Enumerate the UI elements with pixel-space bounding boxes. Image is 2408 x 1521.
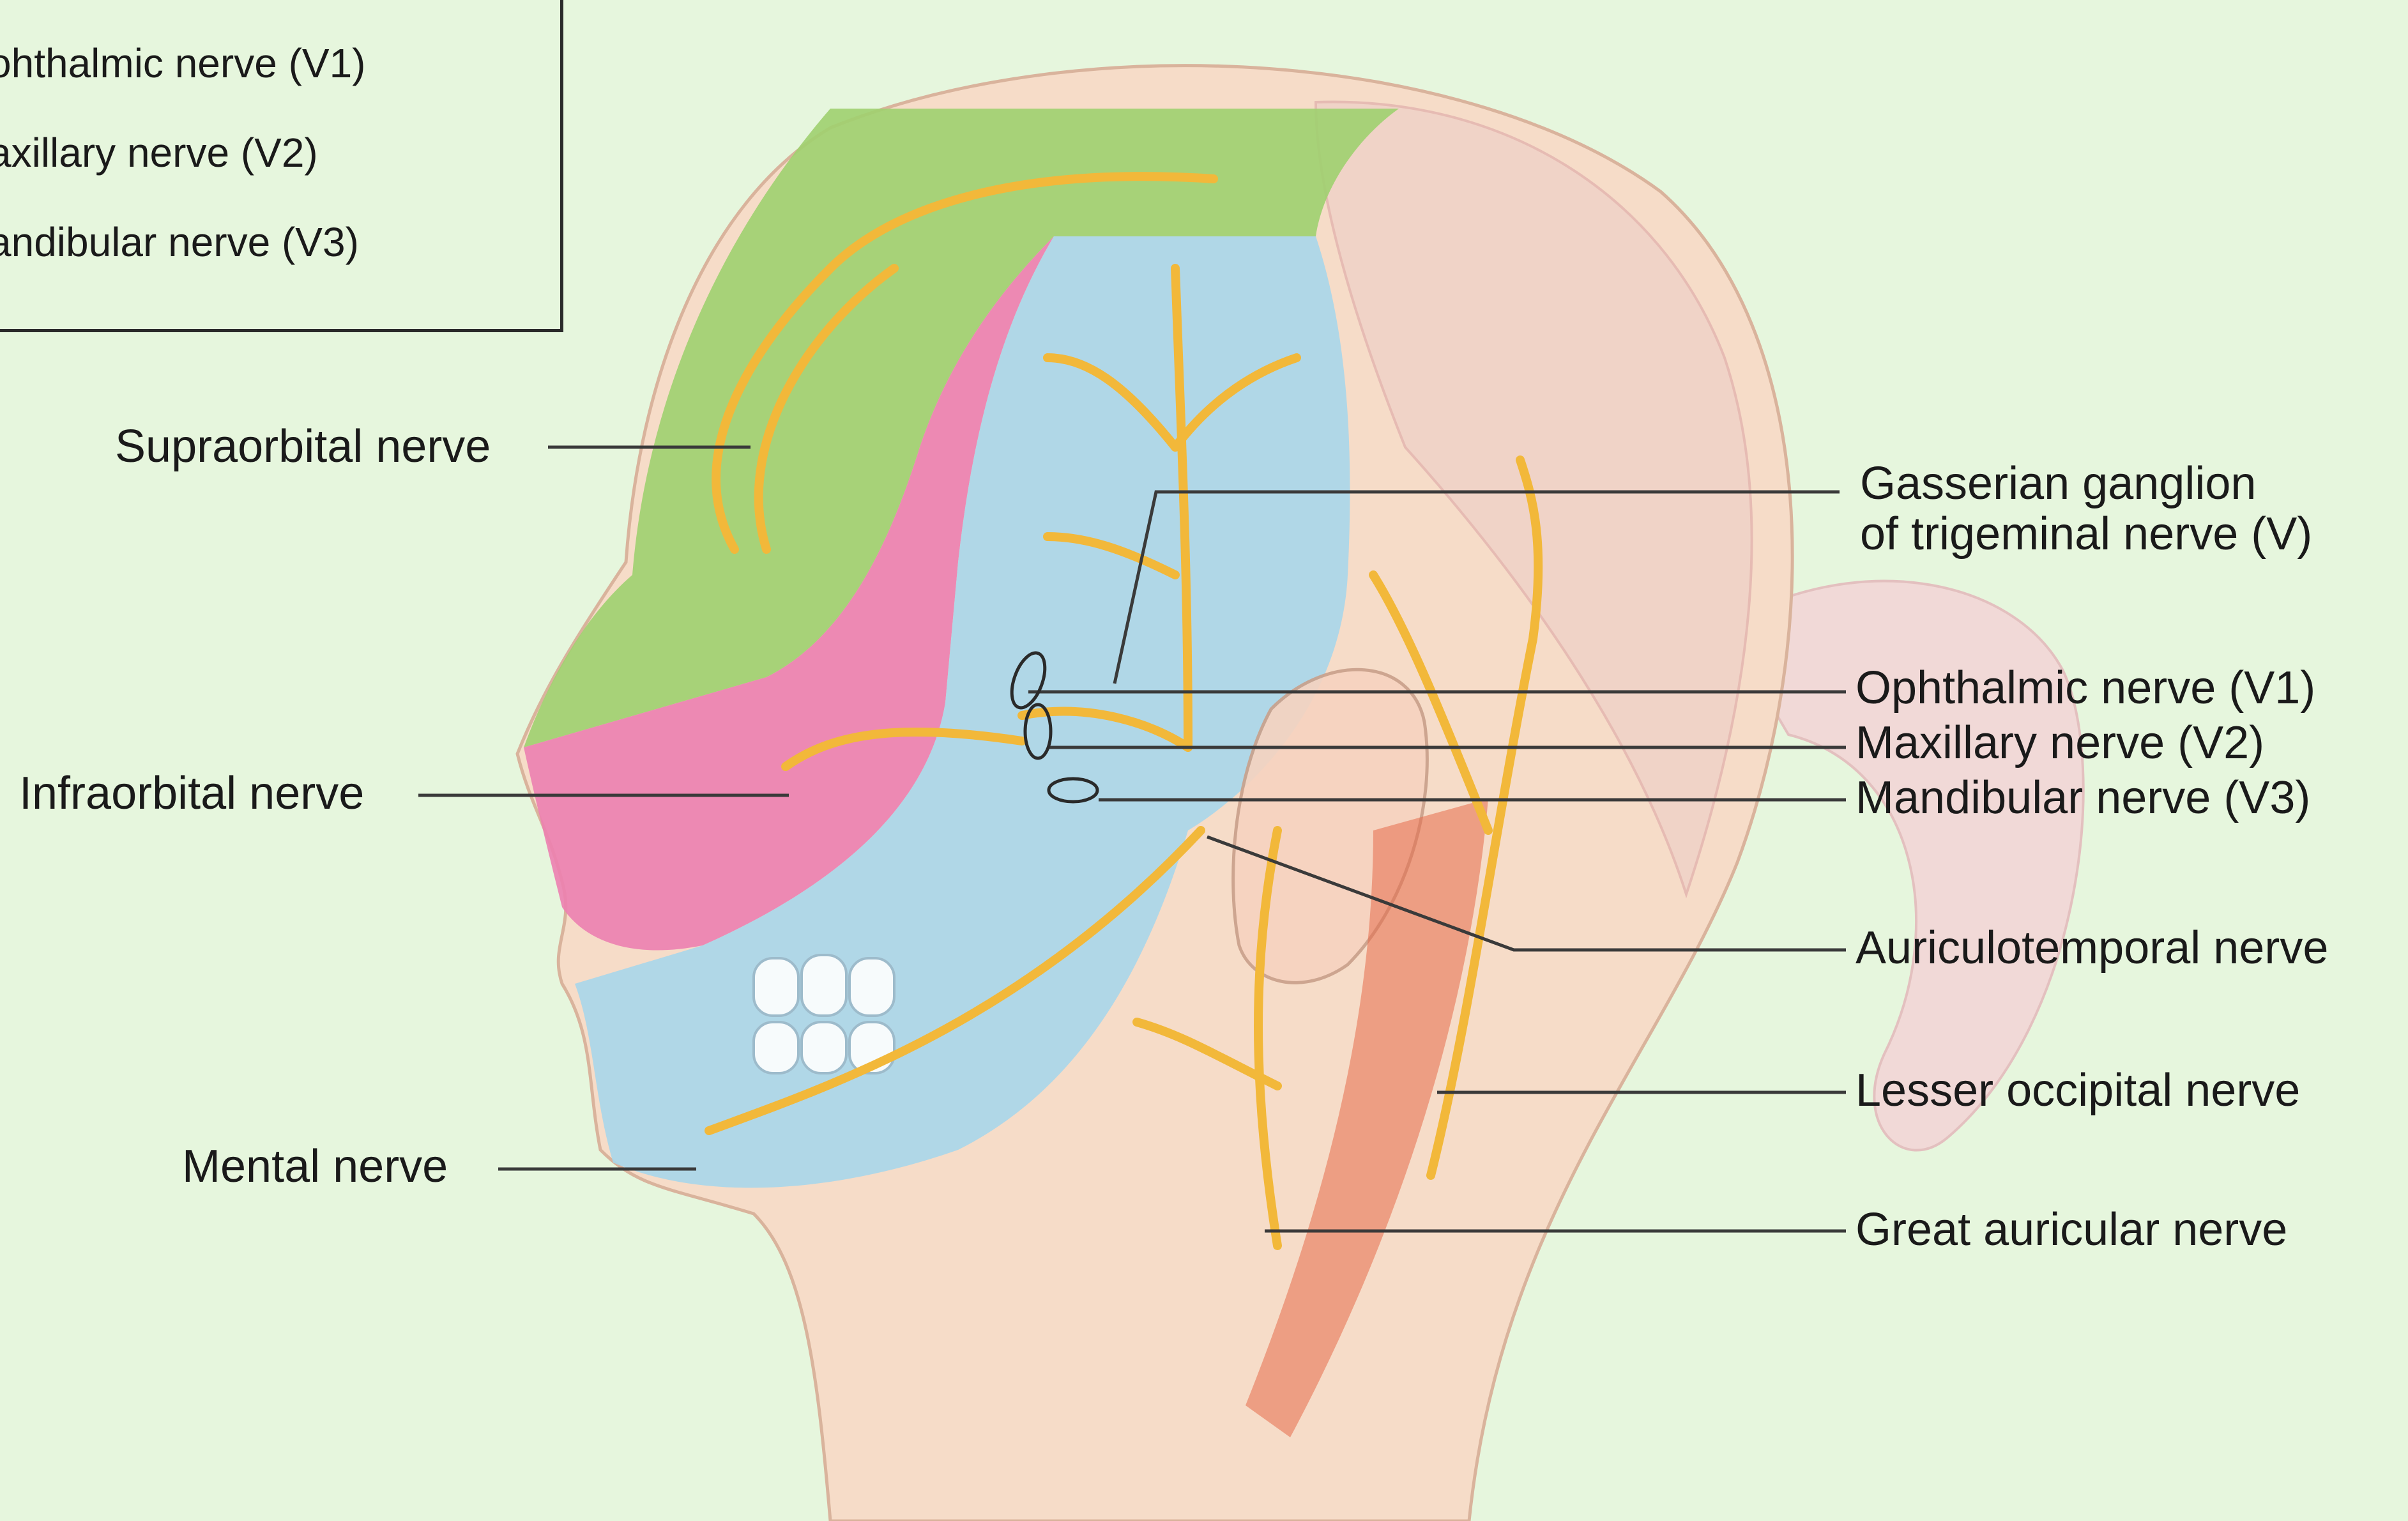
label-mental: Mental nerve [182,1142,448,1192]
label-infraorbital: Infraorbital nerve [19,768,364,819]
label-lesser-occipital: Lesser occipital nerve [1856,1066,2300,1116]
legend-item-v2: axillary nerve (V2) [0,129,318,176]
legend-item-v3: andibular nerve (V3) [0,218,359,266]
label-ophthalmic: Ophthalmic nerve (V1) [1856,663,2315,714]
teeth [754,955,894,1073]
label-gasserian-line1: Gasserian ganglion [1860,459,2256,509]
label-maxillary: Maxillary nerve (V2) [1856,718,2264,768]
legend-item-v1: ohthalmic nerve (V1) [0,40,365,87]
label-gasserian-line2: of trigeminal nerve (V) [1860,509,2312,560]
label-supraorbital: Supraorbital nerve [115,422,491,472]
label-great-auricular: Great auricular nerve [1856,1205,2287,1255]
label-mandibular: Mandibular nerve (V3) [1856,773,2310,823]
label-auriculotemporal: Auriculotemporal nerve [1856,923,2328,974]
